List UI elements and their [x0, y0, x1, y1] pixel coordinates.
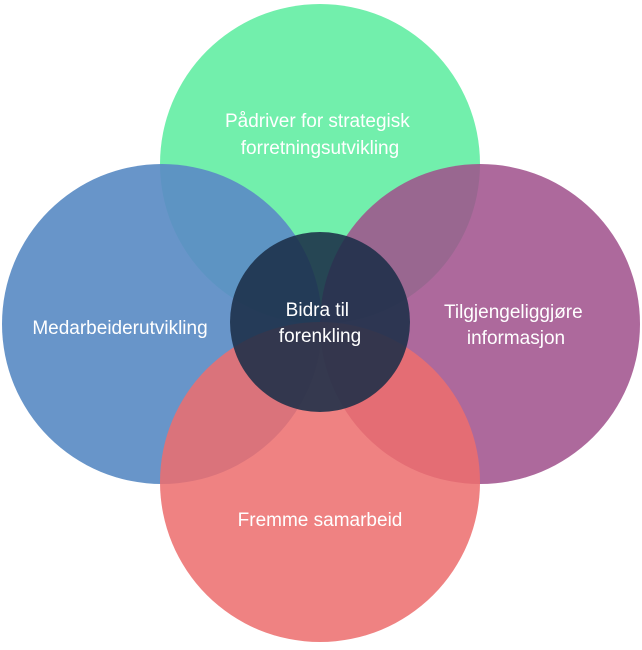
left-circle-label: Medarbeiderutvikling [32, 318, 207, 339]
center-label-line1: Bidra til [286, 300, 349, 321]
right-label-line1: Tilgjengeliggjøre [444, 302, 583, 323]
top-label-line1: Pådriver for strategisk [225, 111, 410, 132]
center-circle-label: Bidra til forenkling [279, 300, 361, 347]
center-circle [230, 232, 410, 412]
top-circle-label: Pådriver for strategisk forretningsutvik… [225, 111, 415, 159]
bottom-circle [160, 322, 480, 642]
top-label-line2: forretningsutvikling [241, 138, 399, 159]
bottom-circle-label: Fremme samarbeid [238, 510, 403, 531]
center-label-line2: forenkling [279, 326, 361, 347]
right-circle-label: Tilgjengeliggjøre informasjon [444, 302, 588, 349]
right-label-line2: informasjon [467, 328, 565, 349]
